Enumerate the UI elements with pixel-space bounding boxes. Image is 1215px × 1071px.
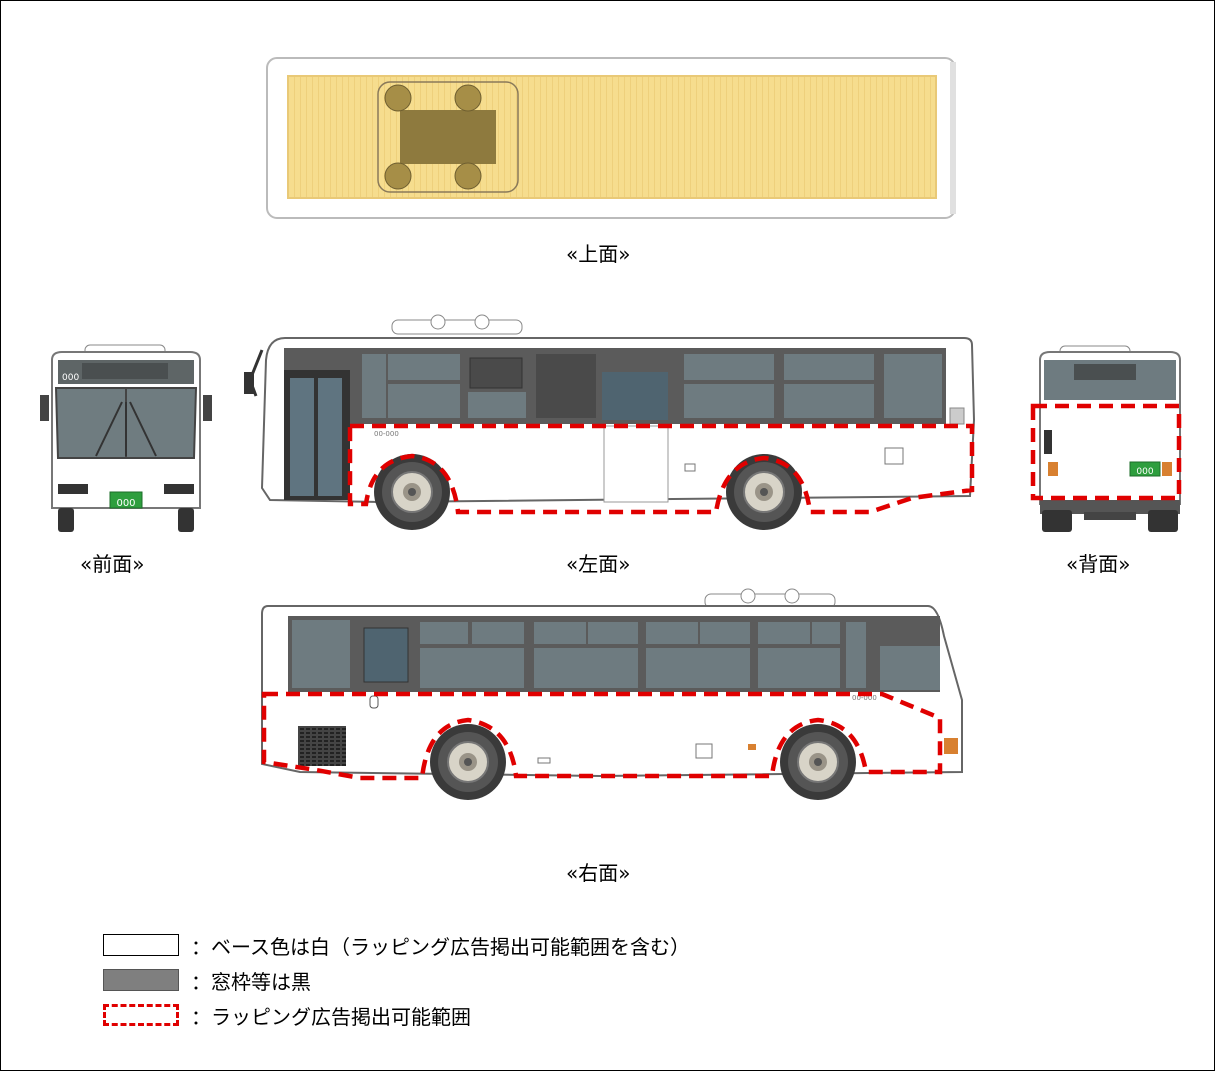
legend-text-white: ：ベース色は白（ラッピング広告掲出可能範囲を含む） <box>191 934 690 959</box>
legend-text-red-dashed: ：ラッピング広告掲出可能範囲 <box>191 1004 471 1029</box>
wrap-area-back <box>1030 403 1182 501</box>
front-license-plate: 000 <box>116 498 135 509</box>
left-side-number: 00-000 <box>374 430 399 438</box>
right-front-wheel <box>779 723 857 801</box>
label-top-view: «上面» <box>566 242 631 266</box>
back-license-plate: 000 <box>1136 467 1153 477</box>
legend-swatch-black <box>103 969 179 991</box>
right-rear-wheel <box>429 723 507 801</box>
roof-ac-unit <box>377 81 519 193</box>
front-route-number: 000 <box>62 373 79 383</box>
back-view: 000 <box>1030 345 1182 532</box>
left-side-view: 00-000 <box>244 314 976 531</box>
front-view: 000 000 <box>40 344 212 532</box>
top-view <box>266 57 956 219</box>
legend-text-black: ：窓枠等は黒 <box>191 969 311 994</box>
legend-swatch-red-dashed <box>103 1004 179 1026</box>
right-side-view: 00-000 <box>261 588 963 801</box>
label-right-view: «右面» <box>566 861 631 885</box>
legend-item-red-dashed: ：ラッピング広告掲出可能範囲 <box>103 1001 471 1029</box>
legend-swatch-white <box>103 934 179 956</box>
left-rear-wheel <box>725 453 803 531</box>
label-front-view: «前面» <box>80 552 145 576</box>
right-side-number: 00-000 <box>852 694 877 702</box>
wrap-area-right <box>261 691 943 781</box>
legend-item-white: ：ベース色は白（ラッピング広告掲出可能範囲を含む） <box>103 931 690 959</box>
label-back-view: «背面» <box>1066 552 1131 576</box>
wrap-area-left <box>347 423 975 515</box>
label-left-view: «左面» <box>566 552 631 576</box>
legend-item-black: ：窓枠等は黒 <box>103 966 311 994</box>
